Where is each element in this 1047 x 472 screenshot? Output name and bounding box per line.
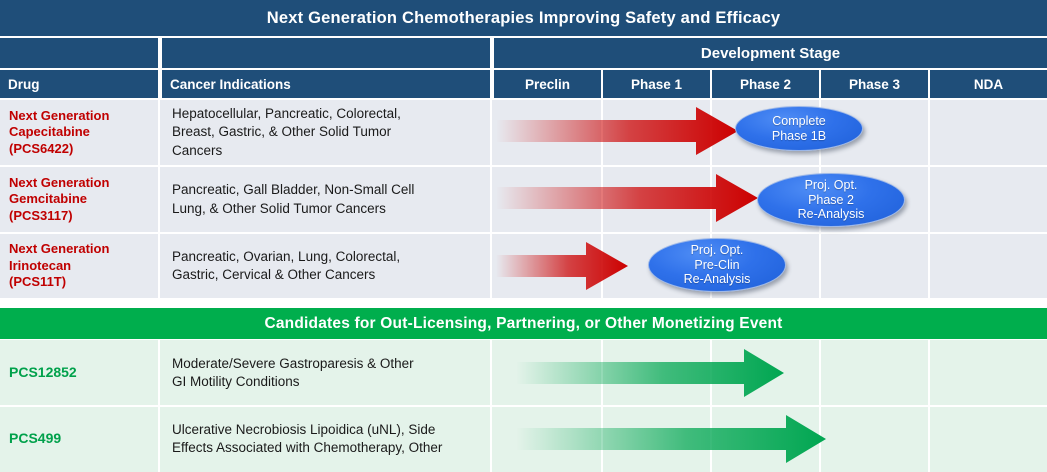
drug-line: Capecitabine bbox=[9, 124, 90, 140]
indication-line: Hepatocellular, Pancreatic, Colorectal, bbox=[172, 106, 401, 122]
callout-line: Re-Analysis bbox=[683, 272, 751, 287]
indications-irinotecan: Pancreatic, Ovarian, Lung, Colorectal, G… bbox=[162, 234, 490, 298]
drug-line: Irinotecan bbox=[9, 257, 72, 273]
drug-line: (PCS3117) bbox=[9, 207, 73, 223]
development-stage-header-row: Development Stage bbox=[0, 38, 1047, 68]
callout-irinotecan: Proj. Opt. Pre-Clin Re-Analysis bbox=[648, 238, 786, 292]
progress-arrow-pcs499 bbox=[516, 415, 826, 463]
drug-name-irinotecan: Next Generation Irinotecan (PCS11T) bbox=[0, 234, 158, 298]
indications-pcs12852: Moderate/Severe Gastroparesis & Other GI… bbox=[162, 341, 490, 405]
indication-line: Moderate/Severe Gastroparesis & Other bbox=[172, 355, 414, 371]
drug-line: Next Generation bbox=[9, 174, 110, 190]
indications-capecitabine: Hepatocellular, Pancreatic, Colorectal, … bbox=[162, 100, 490, 165]
callout-line: Phase 1B bbox=[771, 128, 827, 143]
drug-name-gemcitabine: Next Generation Gemcitabine (PCS3117) bbox=[0, 167, 158, 232]
indication-line: Cancers bbox=[172, 142, 223, 158]
col-divider-preclin-green bbox=[601, 340, 603, 472]
col-divider-indications bbox=[490, 100, 492, 298]
drug-line: (PCS11T) bbox=[9, 274, 67, 290]
header-drug: Drug bbox=[0, 70, 158, 98]
progress-arrow-capecitabine bbox=[496, 107, 738, 155]
callout-line: Proj. Opt. bbox=[804, 177, 858, 192]
indication-line: Ulcerative Necrobiosis Lipoidica (uNL), … bbox=[172, 421, 436, 437]
col-divider-phase3-green bbox=[928, 340, 930, 472]
drug-line: PCS499 bbox=[9, 430, 62, 447]
callout-line: Phase 2 bbox=[808, 192, 854, 207]
callout-line: Proj. Opt. bbox=[690, 242, 744, 257]
col-divider-phase1-green bbox=[710, 340, 712, 472]
progress-arrow-gemcitabine bbox=[496, 174, 758, 222]
indication-line: Pancreatic, Gall Bladder, Non-Small Cell bbox=[172, 182, 415, 198]
indication-line: GI Motility Conditions bbox=[172, 374, 300, 389]
callout-line: Pre-Clin bbox=[694, 257, 740, 272]
indication-line: Lung, & Other Solid Tumor Cancers bbox=[172, 200, 386, 216]
indication-line: Breast, Gastric, & Other Solid Tumor bbox=[172, 124, 392, 140]
row-divider-2 bbox=[0, 232, 1047, 234]
header-stage-phase-1: Phase 1 bbox=[603, 70, 710, 98]
col-divider-indications-green bbox=[490, 340, 492, 472]
indications-gemcitabine: Pancreatic, Gall Bladder, Non-Small Cell… bbox=[162, 167, 490, 232]
indication-line: Gastric, Cervical & Other Cancers bbox=[172, 267, 376, 282]
header-development-stage: Development Stage bbox=[494, 38, 1047, 68]
header-stage-phase-2: Phase 2 bbox=[712, 70, 819, 98]
callout-gemcitabine: Proj. Opt. Phase 2 Re-Analysis bbox=[757, 173, 905, 227]
col-divider-drug bbox=[158, 100, 160, 298]
col-divider-phase3 bbox=[928, 100, 930, 298]
callout-line: Complete bbox=[772, 113, 826, 128]
indication-line: Pancreatic, Ovarian, Lung, Colorectal, bbox=[172, 248, 401, 264]
header-blank-indications bbox=[162, 38, 490, 68]
callout-capecitabine: Complete Phase 1B bbox=[735, 106, 863, 151]
page-title: Next Generation Chemotherapies Improving… bbox=[0, 0, 1047, 36]
drug-name-pcs12852: PCS12852 bbox=[0, 341, 158, 405]
progress-arrow-irinotecan bbox=[496, 242, 628, 290]
drug-line: Gemcitabine bbox=[9, 191, 88, 207]
green-section-title: Candidates for Out-Licensing, Partnering… bbox=[0, 308, 1047, 339]
progress-arrow-pcs12852 bbox=[516, 349, 784, 397]
drug-line: (PCS6422) bbox=[9, 140, 74, 156]
col-divider-drug-green bbox=[158, 340, 160, 472]
header-cancer-indications: Cancer Indications bbox=[162, 70, 490, 98]
column-header-row: Drug Cancer Indications Preclin Phase 1 … bbox=[0, 70, 1047, 98]
indication-line: Effects Associated with Chemotherapy, Ot… bbox=[172, 440, 443, 455]
header-stage-nda: NDA bbox=[930, 70, 1047, 98]
drug-line: Next Generation bbox=[9, 241, 110, 257]
drug-name-capecitabine: Next Generation Capecitabine (PCS6422) bbox=[0, 100, 158, 165]
header-stage-phase-3: Phase 3 bbox=[821, 70, 928, 98]
drug-line: Next Generation bbox=[9, 107, 110, 123]
callout-line: Re-Analysis bbox=[797, 207, 865, 222]
row-divider-1 bbox=[0, 165, 1047, 167]
indications-pcs499: Ulcerative Necrobiosis Lipoidica (uNL), … bbox=[162, 407, 490, 471]
row-divider-3 bbox=[0, 405, 1047, 407]
header-stage-preclin: Preclin bbox=[494, 70, 601, 98]
header-blank-drug bbox=[0, 38, 158, 68]
col-divider-phase2-green bbox=[819, 340, 821, 472]
drug-name-pcs499: PCS499 bbox=[0, 407, 158, 471]
drug-line: PCS12852 bbox=[9, 364, 77, 381]
